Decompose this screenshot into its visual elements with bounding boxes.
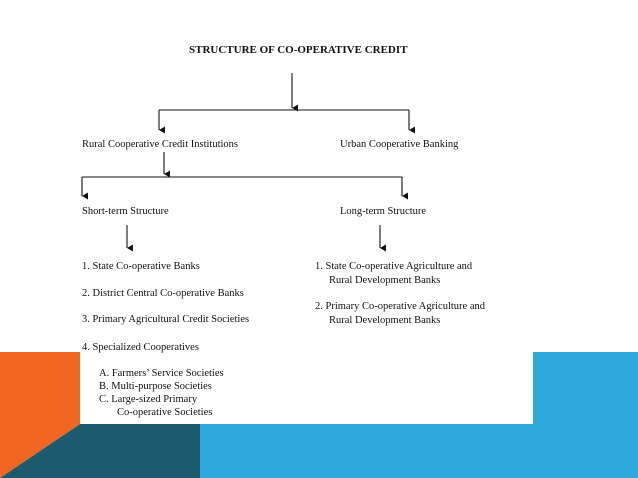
long-item-1-cont: Rural Development Banks [329, 275, 441, 286]
long-item-2: 2. Primary Co-operative Agriculture and [315, 301, 485, 312]
orange-block [0, 352, 80, 478]
rural-node: Rural Cooperative Credit Institutions [82, 139, 239, 150]
long-item-1: 1. State Co-operative Agriculture and [315, 261, 473, 272]
long-term-node: Long-term Structure [340, 206, 427, 217]
specialized-c: C. Large-sized Primary [99, 394, 198, 405]
urban-node: Urban Cooperative Banking [340, 139, 459, 150]
diagram-title: STRUCTURE OF CO-OPERATIVE CREDIT [189, 44, 408, 56]
specialized-c-cont: Co-operative Societies [117, 407, 213, 418]
short-item-4: 4. Specialized Cooperatives [82, 342, 199, 353]
blue-strip [200, 424, 533, 478]
short-item-3: 3. Primary Agricultural Credit Societies [82, 314, 250, 325]
long-item-2-cont: Rural Development Banks [329, 315, 441, 326]
short-item-2: 2. District Central Co-operative Banks [82, 288, 244, 299]
specialized-b: B. Multi-purpose Societies [99, 381, 212, 392]
teal-triangle [0, 424, 245, 478]
diagram-card [80, 0, 533, 424]
short-item-1: 1. State Co-operative Banks [82, 261, 200, 272]
specialized-a: A. Farmers’ Service Societies [99, 368, 224, 379]
short-term-node: Short-term Structure [82, 206, 169, 217]
